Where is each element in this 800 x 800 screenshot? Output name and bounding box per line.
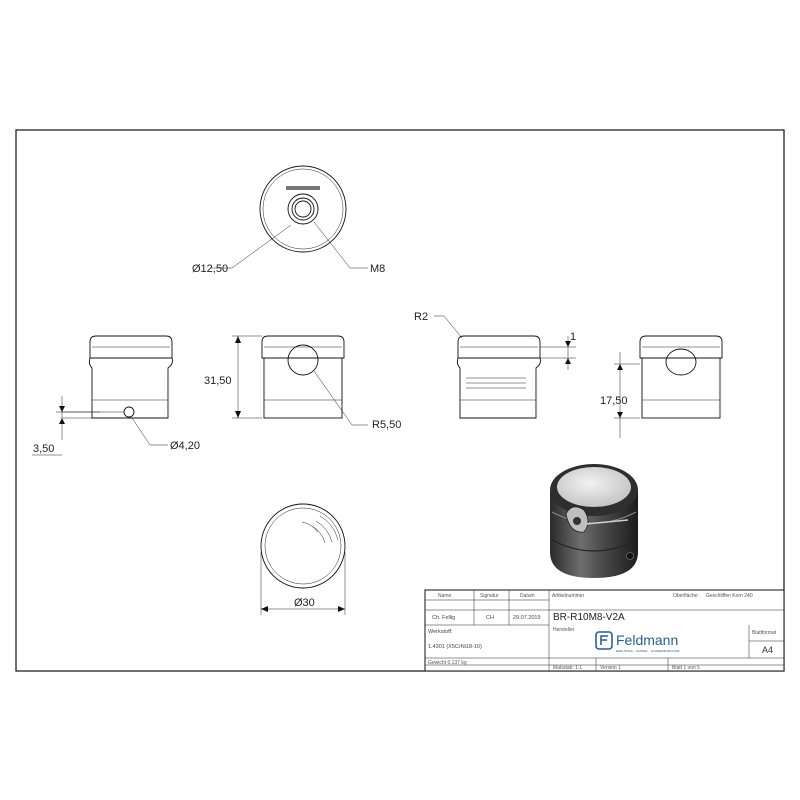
dim-chamfer: 1	[570, 331, 576, 343]
header-name: Name	[438, 593, 452, 599]
side-view-groove-height: 17,50	[600, 335, 723, 438]
dim-hole-offset: 3,50	[33, 443, 54, 455]
surface-value: Geschliffen Korn 240	[706, 593, 753, 599]
logo-text: Feldmann	[616, 632, 678, 648]
version: Version 1	[600, 665, 621, 671]
sheet-format-label: Blattformat	[752, 630, 777, 636]
dim-height: 31,50	[204, 375, 232, 387]
sheet-border	[15, 129, 785, 672]
bottom-view: Ø30	[260, 503, 346, 615]
sheet-number: Blatt 1 von 5	[672, 665, 700, 671]
article-label: Artikelnummer	[552, 593, 585, 599]
article-number: BR-R10M8-V2A	[553, 612, 625, 623]
header-date: Datum	[520, 593, 535, 599]
top-view: Ø12,50 M8	[192, 165, 385, 275]
drawing-date: 29.07.2019	[513, 615, 541, 621]
dim-hole-diameter: Ø4,20	[170, 440, 200, 452]
feldmann-logo: Feldmann EDELSTAHL · HANDEL · SCHMIEDETE…	[595, 631, 680, 653]
drafter-name: Ch. Fellig	[432, 615, 455, 621]
logo-tagline: EDELSTAHL · HANDEL · SCHMIEDETECHNIK	[616, 649, 680, 653]
front-view-hole: 3,50 Ø4,20	[32, 335, 200, 456]
dim-edge-radius: R2	[414, 311, 428, 323]
header-signature: Signatur	[480, 593, 499, 599]
scale: Maßstab: 1:1	[553, 665, 582, 671]
material-value: 1.4301 (X5CrNi18-10)	[428, 644, 482, 650]
dim-groove-radius: R5,50	[372, 419, 401, 431]
dim-top-diameter: Ø12,50	[192, 263, 228, 275]
surface-label: Oberfläche:	[673, 593, 699, 599]
isometric-render	[550, 464, 638, 578]
dim-groove-height: 17,50	[600, 395, 628, 407]
drafter-signature: CH	[486, 615, 494, 621]
dim-outer-diameter: Ø30	[294, 597, 315, 609]
side-view-lines: R2 1	[414, 311, 576, 419]
manufacturer-label: Hersteller	[553, 627, 575, 633]
material-label: Werkstoff:	[428, 629, 453, 635]
sheet-format: A4	[762, 645, 773, 655]
weight: Gewicht 0.137 kg	[428, 660, 467, 666]
dim-thread: M8	[370, 263, 385, 275]
title-block: Name Signatur Datum Artikelnummer Oberfl…	[424, 589, 785, 672]
front-view-groove: 31,50 R5,50	[204, 335, 401, 431]
